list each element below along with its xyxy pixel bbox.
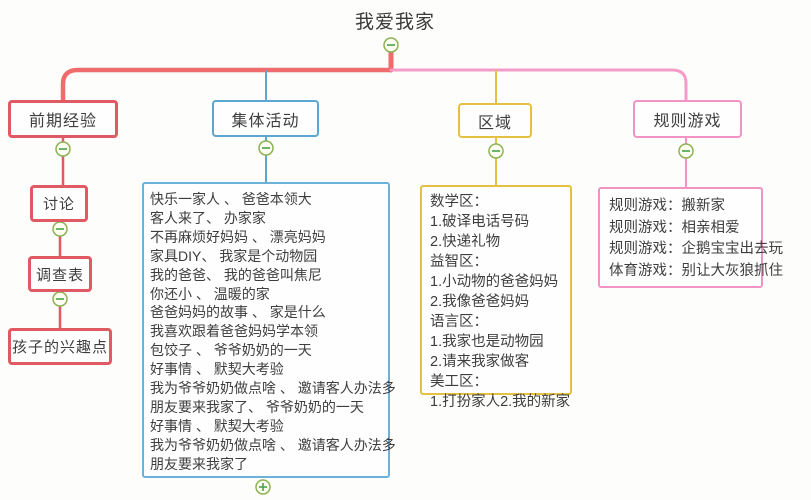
node-discussion[interactable]: 讨论 — [30, 185, 88, 222]
list-item: 规则游戏：搬新家 — [609, 198, 725, 214]
node-rule-games[interactable]: 规则游戏 — [633, 100, 742, 138]
connector-trunk-left — [60, 67, 394, 103]
rule-games-list[interactable]: 规则游戏：搬新家 规则游戏：相亲相爱 规则游戏：企鹅宝宝出去玩 体育游戏：别让大… — [598, 187, 783, 288]
collapse-toggle-discussion[interactable] — [52, 221, 68, 237]
connector-trunk-right — [389, 68, 688, 102]
collapse-toggle-collective[interactable] — [258, 140, 274, 156]
collapse-toggle-root[interactable] — [383, 37, 399, 53]
list-item: 美工区： — [430, 374, 488, 390]
node-pre-experience-label: 前期经验 — [28, 113, 97, 130]
list-item: 数学区： — [430, 194, 488, 210]
list-item: 1.打扮家人2.我的新家 — [430, 394, 571, 410]
collapse-toggle-pre-experience[interactable] — [55, 141, 71, 157]
list-item: 益智区： — [430, 254, 488, 270]
node-interest-point[interactable]: 孩子的兴趣点 — [8, 328, 112, 365]
list-item: 好事情 、 默契大考验 — [150, 417, 284, 434]
list-item: 客人来了、 办家家 — [150, 209, 266, 226]
collapse-toggle-survey[interactable] — [52, 291, 68, 307]
node-areas-label: 区域 — [477, 114, 512, 132]
expand-toggle-collective-bottom[interactable] — [255, 479, 271, 495]
list-item: 好事情 、 默契大考验 — [150, 361, 284, 378]
list-item: 语言区： — [430, 314, 488, 330]
collective-activities-list[interactable]: 快乐一家人 、 爸爸本领大 客人来了、 办家家 不再麻烦好妈妈 、 漂亮妈妈 家… — [142, 182, 396, 478]
list-item: 2.请来我家做客 — [430, 354, 530, 370]
areas-list[interactable]: 数学区： 1.破译电话号码 2.快递礼物 益智区： 1.小动物的爸爸妈妈 2.我… — [420, 185, 572, 410]
node-survey-label: 调查表 — [35, 266, 84, 284]
root-title: 我爱我家 — [354, 12, 435, 33]
collapse-toggle-rules[interactable] — [678, 143, 694, 159]
node-pre-experience[interactable]: 前期经验 — [8, 100, 118, 138]
list-item: 朋友要来我家了、 爷爷奶奶的一天 — [150, 398, 364, 415]
node-collective-activities[interactable]: 集体活动 — [212, 100, 319, 137]
list-item: 我为爷爷奶奶做点啥 、 邀请客人办法多 — [150, 436, 396, 453]
node-survey[interactable]: 调查表 — [28, 256, 92, 292]
node-rule-games-label: 规则游戏 — [653, 113, 722, 130]
node-interest-point-label: 孩子的兴趣点 — [11, 339, 108, 356]
list-item: 家具DIY、 我家是个动物园 — [150, 247, 318, 264]
list-item: 包饺子 、 爷爷奶奶的一天 — [150, 342, 312, 359]
list-item: 快乐一家人 、 爸爸本领大 — [150, 191, 312, 207]
list-item: 我喜欢跟着爸爸妈妈学本领 — [150, 323, 318, 340]
list-item: 2.快递礼物 — [430, 234, 501, 250]
list-item: 规则游戏：企鹅宝宝出去玩 — [609, 241, 783, 258]
node-collective-activities-label: 集体活动 — [231, 112, 300, 130]
collapse-toggle-area[interactable] — [488, 143, 504, 159]
list-item: 1.小动物的爸爸妈妈 — [430, 274, 559, 290]
list-item: 1.我家也是动物园 — [430, 334, 544, 350]
node-areas[interactable]: 区域 — [458, 103, 532, 138]
list-item: 不再麻烦好妈妈 、 漂亮妈妈 — [150, 228, 326, 245]
list-item: 我的爸爸、 我的爸爸叫焦尼 — [150, 266, 322, 283]
list-item: 1.破译电话号码 — [430, 214, 530, 230]
list-item: 2.我像爸爸妈妈 — [430, 294, 530, 310]
list-item: 体育游戏：别让大灰狼抓住 — [609, 263, 783, 280]
list-item: 规则游戏：相亲相爱 — [609, 219, 740, 236]
list-item: 朋友要来我家了 — [150, 455, 248, 472]
list-item: 你还小 、 温暖的家 — [150, 285, 270, 302]
list-item: 爸爸妈妈的故事 、 家是什么 — [150, 304, 326, 321]
list-item: 我为爷爷奶奶做点啥 、 邀请客人办法多 — [150, 380, 396, 397]
node-discussion-label: 讨论 — [42, 196, 75, 213]
